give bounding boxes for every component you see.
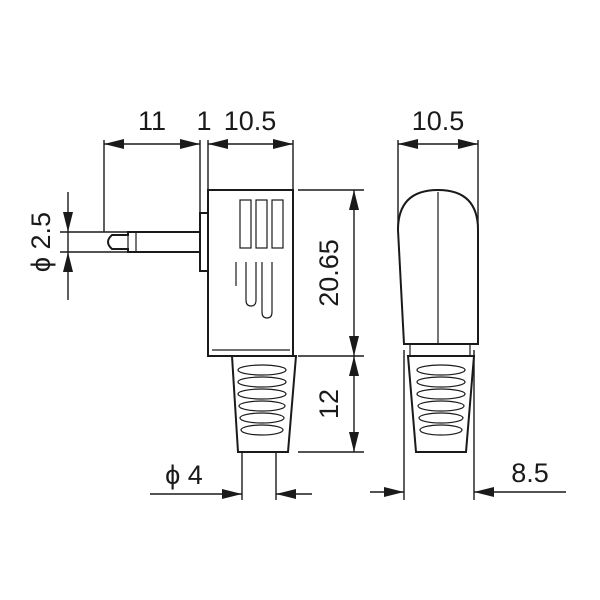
body-ribs	[235, 199, 284, 319]
dim-label-cable-diameter: ϕ 4	[165, 460, 203, 490]
cable	[241, 452, 277, 500]
dim-label-body-width-side: 10.5	[224, 106, 277, 136]
dim-body-width-front: 10.5	[398, 106, 478, 149]
collar	[199, 212, 209, 272]
dim-label-pin-diameter: ϕ 2.5	[26, 212, 56, 272]
dim-label-strain-relief-length: 12	[314, 389, 344, 419]
dim-pin-length: 11	[104, 106, 200, 149]
side-view	[107, 189, 298, 500]
dim-cable-diameter: ϕ 4	[150, 460, 312, 499]
front-strain-relief	[406, 355, 476, 453]
dim-pin-diameter: ϕ 2.5	[26, 192, 73, 300]
dim-collar: 1	[196, 106, 211, 136]
dim-strain-relief-width: 8.5	[370, 458, 566, 497]
dim-label-pin-length: 11	[138, 106, 166, 136]
dim-body-width-side: 10.5	[208, 106, 293, 149]
extension-lines	[60, 140, 479, 500]
dim-label-body-height: 20.65	[314, 239, 344, 307]
dim-label-body-width-front: 10.5	[412, 106, 465, 136]
dim-label-strain-relief-width: 8.5	[511, 458, 549, 488]
pin	[107, 231, 201, 253]
dim-body-height: 20.65	[314, 190, 359, 356]
strain-relief	[230, 355, 298, 453]
front-view	[396, 188, 479, 453]
dim-strain-relief-length: 12	[314, 356, 359, 452]
dim-label-collar: 1	[196, 106, 211, 136]
